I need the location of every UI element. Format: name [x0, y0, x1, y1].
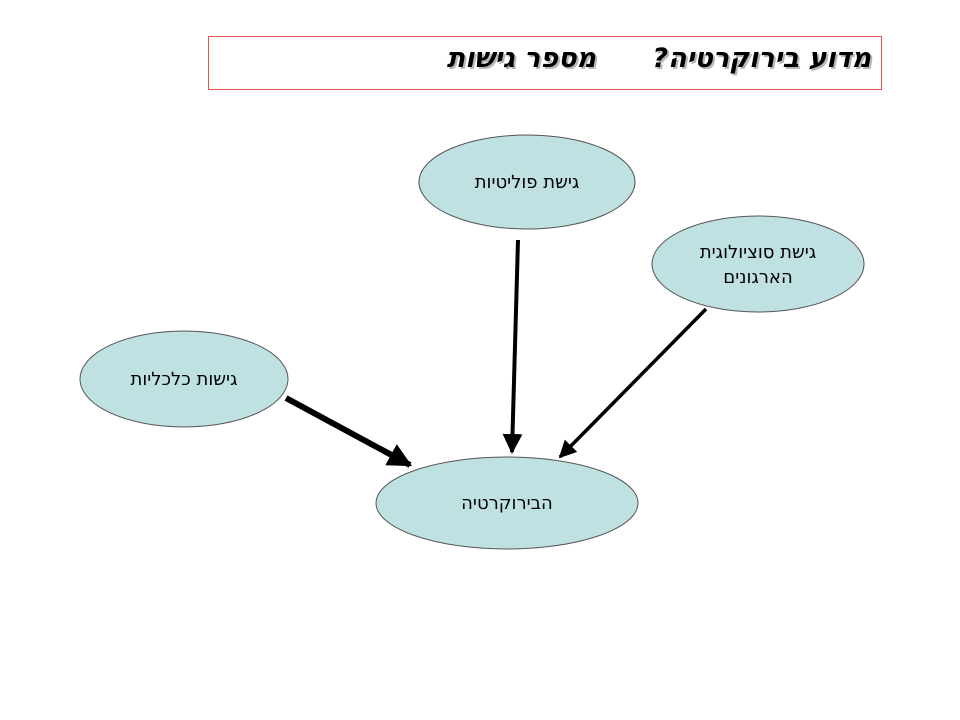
slide-title: מדוע בירוקרטיה? מספר גישות [446, 43, 871, 74]
node-bureaucracy: הבירוקרטיה [375, 456, 639, 550]
title-box: מדוע בירוקרטיה? מספר גישות [208, 36, 882, 90]
node-economic-label: גישות כלכליות [131, 369, 238, 390]
node-economic: גישות כלכליות [79, 330, 289, 428]
node-economic-shape [79, 330, 289, 428]
arrow-sociological-to-bureaucracy [558, 307, 708, 459]
node-political-shape [418, 134, 636, 230]
node-bureaucracy-label: הבירוקרטיה [461, 493, 553, 514]
arrow-economic-to-bureaucracy [284, 395, 413, 468]
node-bureaucracy-shape [375, 456, 639, 550]
node-sociological-label-line2: הארגונים [723, 267, 792, 288]
node-political-label: גישת פוליטיות [475, 172, 580, 193]
node-political: גישת פוליטיות [418, 134, 636, 230]
node-sociological: גישת סוציולוגית הארגונים [651, 215, 865, 313]
node-sociological-shape [651, 215, 865, 313]
arrow-political-to-bureaucracy [502, 239, 523, 454]
node-sociological-label-line1: גישת סוציולוגית [700, 242, 816, 263]
